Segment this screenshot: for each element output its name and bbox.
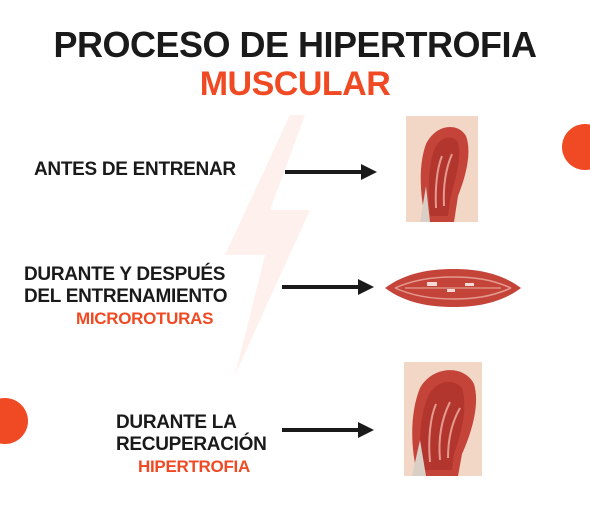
page-title: PROCESO DE HIPERTROFIA [53, 24, 537, 65]
arrow-right-icon [282, 422, 374, 438]
stage-2-accent: MICROROTURAS [76, 309, 214, 328]
stage-3-accent: HIPERTROFIA [138, 457, 250, 476]
stage-2-line2: DEL ENTRENAMIENTO [24, 286, 228, 307]
muscle-fiber-icon [385, 267, 521, 309]
muscle-arm-icon [406, 116, 478, 222]
stage-2-line1: DURANTE Y DESPUÉS [24, 264, 226, 285]
decorative-dot-left [0, 398, 28, 444]
background-bolt-watermark [225, 115, 310, 375]
arrow-right-icon [282, 279, 374, 295]
arrow-right-icon [285, 164, 377, 180]
decorative-dot-right [562, 124, 590, 170]
stage-label-before-training: ANTES DE ENTRENAR [34, 159, 264, 181]
stage-label-recovery: DURANTE LA RECUPERACIÓN HIPERTROFIA [116, 412, 316, 478]
stage-1-line1: ANTES DE ENTRENAR [34, 159, 236, 180]
muscle-arm-large-icon [404, 362, 482, 476]
page-subtitle: MUSCULAR [199, 65, 391, 103]
stage-3-line1: DURANTE LA [116, 412, 237, 433]
stage-3-line2: RECUPERACIÓN [116, 434, 267, 455]
stage-label-during-after-training: DURANTE Y DESPUÉS DEL ENTRENAMIENTO MICR… [24, 264, 276, 330]
